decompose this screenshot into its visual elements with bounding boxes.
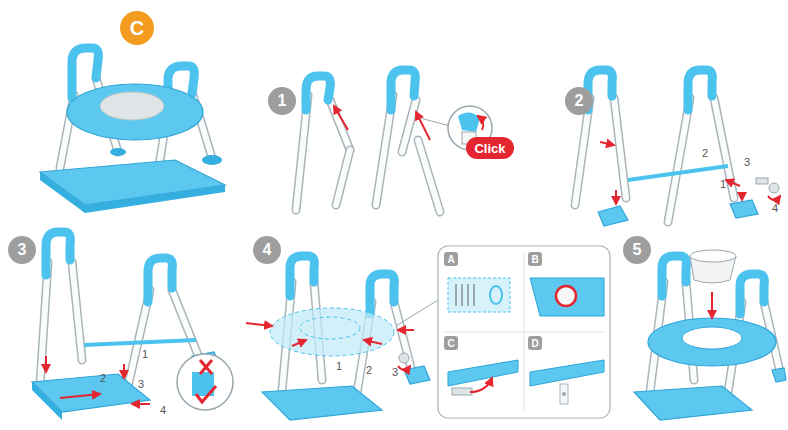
step-five-illustration <box>634 250 786 420</box>
step-two-illustration <box>575 70 780 226</box>
callout-number: 3 <box>392 366 398 378</box>
callout-number: 2 <box>366 364 372 376</box>
node-text: C <box>130 17 144 40</box>
node-text: 5 <box>633 241 642 259</box>
section-badge: C <box>120 11 154 45</box>
node-text: 4 <box>263 241 272 259</box>
inset-letter: D <box>528 336 542 350</box>
callout-number: 4 <box>772 202 778 214</box>
step-one-illustration <box>296 70 492 212</box>
callout-number: 1 <box>142 348 148 360</box>
callout-number: 1 <box>720 178 726 190</box>
click-callout: Click <box>466 137 514 159</box>
node-text: C <box>447 338 454 349</box>
inset-letter: A <box>444 252 458 266</box>
node-text: Click <box>474 141 505 156</box>
node-text: B <box>531 254 538 265</box>
step-number: 5 <box>623 236 651 264</box>
inset-letter: B <box>528 252 542 266</box>
step-number: 3 <box>8 236 36 264</box>
assembled-product <box>40 48 225 213</box>
callout-number: 2 <box>702 147 708 159</box>
node-text: A <box>447 254 454 265</box>
detail-inset <box>438 246 610 418</box>
node-text: D <box>531 338 538 349</box>
node-text: 3 <box>18 241 27 259</box>
step-number: 4 <box>253 236 281 264</box>
callout-number: 3 <box>138 378 144 390</box>
callout-number: 2 <box>100 372 106 384</box>
step-number: 1 <box>268 87 296 115</box>
callout-number: 1 <box>336 360 342 372</box>
step-four-illustration <box>246 256 438 420</box>
callout-number: 3 <box>744 156 750 168</box>
step-number: 2 <box>565 87 593 115</box>
node-text: 2 <box>575 92 584 110</box>
node-text: 1 <box>278 92 287 110</box>
callout-number: 4 <box>160 404 166 416</box>
step-three-illustration <box>32 232 233 420</box>
inset-letter: C <box>444 336 458 350</box>
